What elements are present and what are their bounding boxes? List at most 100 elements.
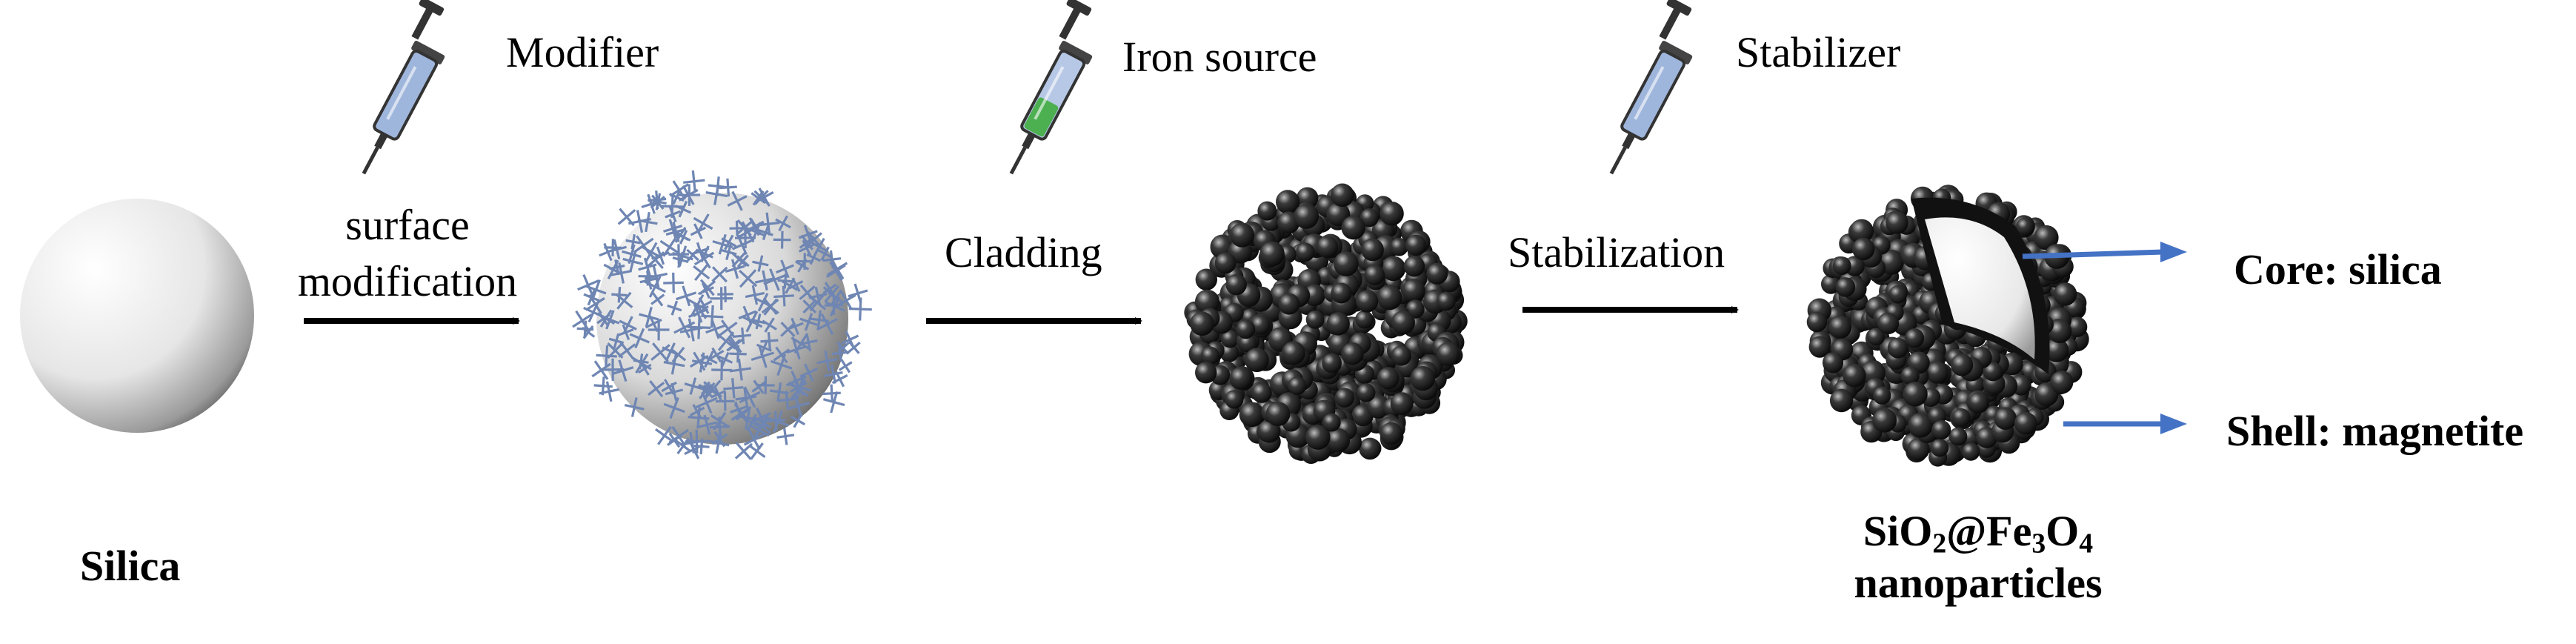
- magnetite-bead: [1402, 279, 1425, 302]
- modifier-cross: [689, 404, 705, 419]
- modifier-cross: [665, 382, 684, 401]
- modifier-cross: [667, 300, 682, 316]
- magnetite-bead: [1808, 336, 1831, 358]
- modifier-cross: [712, 233, 733, 255]
- magnetite-bead: [1361, 238, 1384, 262]
- magnetite-bead: [1341, 216, 1365, 240]
- modifier-cross: [776, 427, 795, 445]
- modifier-cross: [638, 266, 658, 286]
- magnetite-bead: [2034, 225, 2059, 250]
- modifier-cross: [817, 246, 833, 262]
- modifier-cross: [687, 315, 711, 339]
- magnetite-bead: [2014, 411, 2037, 435]
- modifier-cross: [816, 351, 838, 372]
- syringe-modifier: [362, 0, 445, 175]
- reagent-label-iron-source: Iron source: [1122, 33, 1317, 81]
- modifier-cross: [693, 303, 709, 319]
- magnetite-bead: [1828, 315, 1852, 339]
- magnetite-bead: [1867, 328, 1885, 346]
- modifier-cross: [641, 242, 662, 262]
- magnetite-bead: [1326, 312, 1350, 336]
- modifier-cross: [709, 347, 725, 363]
- modifier-cross: [741, 311, 763, 333]
- magnetite-bead: [1835, 277, 1856, 297]
- product-formula: SiO2@Fe3O4: [1793, 510, 2163, 558]
- modifier-cross: [799, 284, 816, 302]
- magnetite-bead: [1832, 256, 1851, 275]
- modifier-cross: [581, 325, 596, 339]
- modifier-cross: [611, 359, 634, 382]
- pointer-shell-arrow: [2063, 414, 2187, 434]
- magnetite-bead: [1219, 342, 1239, 362]
- modifier-cross: [769, 382, 789, 402]
- modifier-cross: [648, 380, 665, 398]
- magnetite-bead: [1225, 390, 1244, 409]
- modifier-cross: [742, 414, 761, 431]
- modifier-cross: [650, 342, 670, 362]
- modifier-cross: [633, 235, 654, 256]
- modifier-cross: [788, 277, 804, 293]
- magnetite-bead: [1877, 312, 1900, 334]
- magnetite-bead: [1903, 382, 1928, 407]
- modified-silica-sphere: [572, 170, 872, 460]
- magnetite-bead: [1994, 407, 2017, 430]
- magnetite-bead: [1194, 289, 1220, 314]
- magnetite-bead: [1806, 311, 1828, 333]
- modifier-cross: [683, 170, 705, 193]
- magnetite-bead: [1951, 353, 1974, 376]
- magnetite-bead: [1322, 353, 1342, 374]
- modifier-cross: [773, 285, 794, 307]
- magnetite-bead: [1265, 402, 1291, 426]
- magnetite-bead: [2053, 282, 2077, 306]
- modifier-cross: [736, 219, 753, 236]
- magnetite-bead: [1900, 366, 1920, 385]
- modifier-cross: [796, 253, 813, 270]
- magnetite-bead: [1904, 328, 1925, 348]
- magnetite-bead: [1379, 202, 1404, 226]
- magnetite-bead: [1948, 427, 1968, 446]
- modifier-cross: [711, 266, 728, 283]
- magnetite-bead: [1214, 252, 1237, 274]
- modifier-cross: [780, 322, 796, 338]
- reagent-label-modifier: Modifier: [506, 28, 659, 76]
- magnetite-bead: [1852, 237, 1875, 261]
- modifier-cross: [773, 230, 791, 249]
- modifier-cross: [622, 250, 644, 272]
- magnetite-bead: [2044, 338, 2069, 362]
- modifier-cross: [637, 362, 652, 376]
- modifier-cross: [777, 273, 793, 289]
- modifier-cross: [697, 282, 714, 299]
- magnetite-bead: [1380, 256, 1406, 282]
- modifier-cross: [633, 353, 649, 370]
- modifier-cross: [802, 299, 817, 314]
- modifier-cross: [611, 287, 628, 303]
- magnetite-bead: [1357, 383, 1376, 402]
- magnetite-bead: [1403, 256, 1425, 277]
- modifier-cross: [717, 351, 733, 368]
- magnetite-bead: [1886, 211, 1908, 234]
- magnetite-bead: [1962, 442, 1980, 461]
- annotation-core: Core: silica: [2234, 245, 2442, 293]
- modifier-cross: [619, 316, 637, 334]
- modifier-cross: [826, 258, 848, 280]
- modifier-cross: [641, 193, 662, 214]
- modifier-cross: [745, 285, 765, 305]
- particle-label-product: SiO2@Fe3O4 nanoparticles: [1793, 510, 2163, 605]
- magnetite-bead: [1888, 285, 1907, 304]
- modifier-cross: [838, 359, 853, 374]
- magnetite-bead: [1325, 428, 1351, 453]
- syringe-stabilizer: [1609, 0, 1693, 175]
- magnetite-bead: [1331, 183, 1354, 208]
- modifier-cross: [775, 215, 791, 232]
- magnetite-bead: [1379, 422, 1403, 445]
- magnetite-bead: [1887, 337, 1908, 359]
- modifier-cross: [709, 416, 730, 437]
- modifier-cross: [798, 225, 818, 245]
- magnetite-bead: [1391, 311, 1415, 335]
- modifier-cross: [689, 351, 709, 371]
- modifier-cross: [822, 391, 845, 414]
- magnetite-bead: [1426, 262, 1448, 285]
- magnetite-bead: [1303, 284, 1325, 306]
- modifier-cross: [787, 394, 810, 418]
